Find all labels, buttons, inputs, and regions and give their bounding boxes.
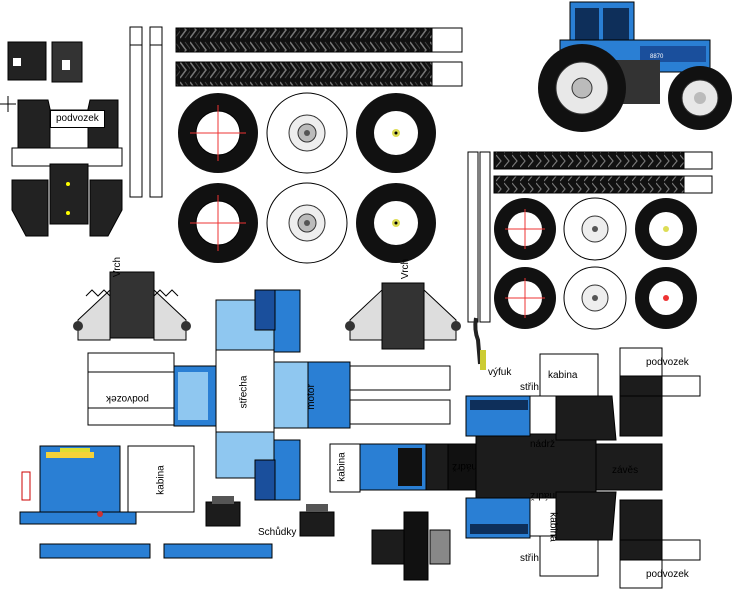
- vrch-right: [345, 282, 461, 350]
- podvozek-net-top: [0, 41, 123, 237]
- motor-label: motor: [305, 384, 317, 410]
- strecha-label: střecha: [238, 375, 250, 409]
- axle-strips: [129, 26, 491, 323]
- tractor-model-text: 8870: [650, 54, 664, 60]
- steps-parts: [205, 496, 451, 581]
- vyfuk-label: výfuk: [488, 367, 512, 378]
- kabina-label-top: kabina: [548, 370, 578, 381]
- strih-label-bottom: střih: [520, 553, 539, 564]
- podvozek-label-right-bottom: podvozek: [646, 569, 689, 580]
- podvozek-label-mid: podvozek: [106, 393, 149, 404]
- hood-assembly: [329, 353, 663, 577]
- podvozek-net-right-bottom: [619, 499, 701, 589]
- strih-label-top: střih: [520, 382, 539, 393]
- podvozek-label-top: podvozek: [50, 110, 105, 128]
- zaves-label: závěs: [612, 465, 639, 476]
- cab-front-net: [19, 445, 273, 559]
- exhaust-part: [473, 317, 486, 370]
- nadrz-label-bottom: nádrž: [530, 490, 556, 501]
- vrch-left: [73, 271, 191, 341]
- wheels-large: [178, 92, 436, 264]
- tractor-illustration: 8870: [538, 1, 732, 132]
- kabina-label-left: kabina: [336, 452, 348, 482]
- wheels-small: [494, 197, 697, 330]
- nadrz-label-top: nádrž: [530, 439, 556, 450]
- cab-body-net: [87, 289, 451, 501]
- tread-strips-top: [175, 27, 463, 87]
- kabina-label-small: kabina: [155, 465, 167, 495]
- podvozek-label-right-top: podvozek: [646, 357, 689, 368]
- podvozek-net-right-top: [619, 347, 701, 437]
- vrch-label-right: Vrch: [400, 258, 412, 280]
- schudky-label: Schůdky: [258, 527, 297, 538]
- vrch-label-left: Vrch: [112, 256, 124, 278]
- nadrz-label-mid: nádrž: [452, 461, 478, 472]
- kabina-label-bottom: kabina: [547, 512, 559, 542]
- tread-strips-right: [493, 151, 713, 194]
